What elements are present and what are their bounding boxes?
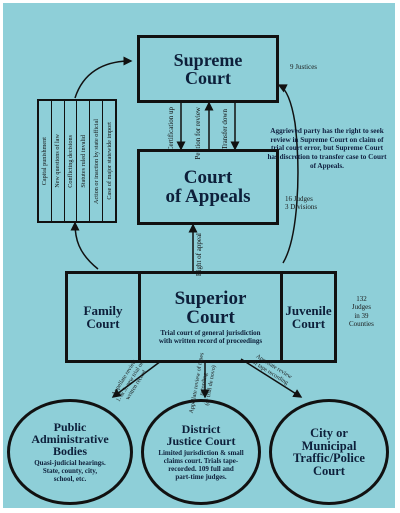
superior-court-title: Superior Court	[174, 287, 247, 328]
jurisdiction-item-label: Statutes ruled invalid	[79, 134, 87, 188]
public-admin-subtitle: Quasi-judicial hearings. State, county, …	[34, 458, 106, 484]
jurisdiction-items: Capital punishment New questions of law Co…	[39, 101, 115, 221]
jurisdiction-item: Conflicting decisions	[65, 101, 78, 221]
right-of-appeal-label: Right of appeal	[195, 233, 203, 277]
jurisdiction-item: Capital punishment	[39, 101, 52, 221]
superior-court-box: Superior Court Trial court of general ju…	[141, 274, 280, 360]
supreme-court-box: Supreme Court	[137, 35, 279, 103]
district-title: District Justice Court	[166, 421, 236, 448]
jurisdiction-item-label: Action or inaction by state official	[92, 118, 100, 204]
jurisdiction-list	[37, 99, 117, 223]
district-subtitle: Limited jurisdiction & small claims cour…	[158, 448, 244, 482]
jurisdiction-item-label: Capital punishment	[41, 136, 49, 186]
family-court-box: Family Court	[68, 274, 141, 360]
juvenile-court-box: Juvenile Court	[280, 274, 334, 360]
aggrieved-note: Aggrieved party has the right to seek re…	[267, 127, 387, 170]
connector-lines	[70, 56, 303, 399]
district-justice-court-circle: District Justice Court Limited jurisdict…	[141, 399, 261, 505]
superior-court-block: Family Court Superior Court Trial court …	[65, 271, 337, 363]
jurisdiction-item-label: Conflicting decisions	[67, 134, 75, 188]
supreme-court-title: Supreme Court	[173, 50, 243, 88]
jurisdiction-item-label: Case of major statewide import	[105, 122, 113, 200]
jurisdiction-item-label: New questions of law	[54, 134, 62, 188]
jurisdiction-item: Statutes ruled invalid	[77, 101, 91, 221]
jurisdiction-item: Action or inaction by state official	[90, 101, 104, 221]
jurisdiction-item: Case of major statewide import	[103, 101, 115, 221]
public-administrative-bodies-circle: Public Administrative Bodies Quasi-judic…	[7, 399, 133, 505]
transfer-label: Transfer down	[221, 109, 229, 150]
juvenile-court-title: Juvenile Court	[285, 303, 332, 331]
superior-court-subtitle: Trial court of general jurisdiction with…	[158, 328, 263, 345]
jurisdiction-item: New questions of law	[52, 101, 65, 221]
court-of-appeals-title: Court of Appeals	[165, 167, 251, 207]
superior-court-note: 132 Judges in 39 Counties	[349, 295, 374, 329]
family-court-title: Family Court	[83, 303, 123, 331]
court-of-appeals-box: Court of Appeals	[137, 149, 279, 225]
municipal-title: City or Municipal Traffic/Police Court	[293, 426, 365, 478]
certification-label: Certification up	[167, 107, 175, 152]
supreme-court-note: 9 Justices	[290, 63, 318, 71]
court-system-diagram: Supreme Court 9 Justices Certification u…	[3, 3, 395, 508]
public-admin-title: Public Administrative Bodies	[31, 419, 109, 458]
municipal-court-circle: City or Municipal Traffic/Police Court	[269, 399, 389, 505]
court-of-appeals-note: 16 Judges 3 Divisions	[285, 195, 318, 212]
